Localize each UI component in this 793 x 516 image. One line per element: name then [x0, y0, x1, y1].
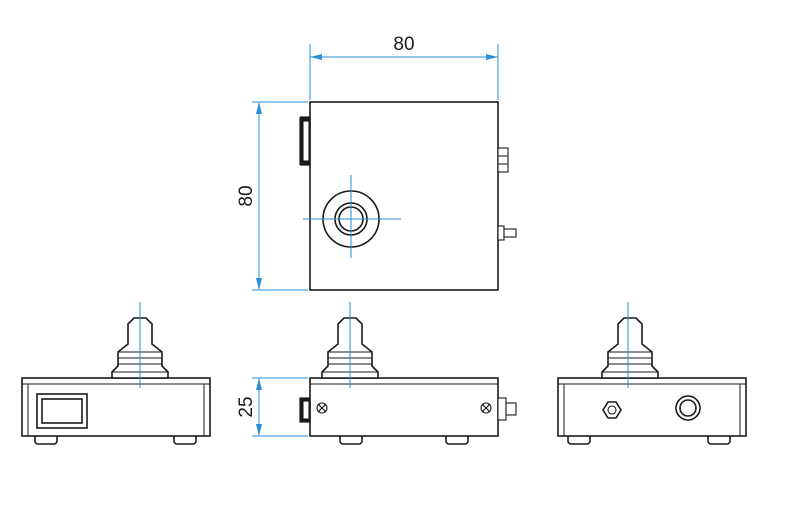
dimension-height-label: 25	[236, 396, 257, 417]
top-view-jack	[497, 147, 509, 173]
top-view-connector	[503, 228, 517, 238]
dimension-width-label: 80	[393, 34, 414, 55]
left-view	[21, 302, 211, 445]
dimension-depth: 80	[236, 101, 308, 291]
right-view	[557, 302, 747, 445]
dimension-height: 25	[236, 377, 308, 437]
dimension-width: 80	[309, 34, 499, 100]
side-view	[299, 302, 517, 445]
top-view	[299, 101, 517, 291]
dimension-depth-label: 80	[236, 185, 257, 206]
right-view-body	[557, 377, 747, 437]
right-view-knob	[601, 317, 659, 379]
side-view-body	[309, 377, 499, 437]
